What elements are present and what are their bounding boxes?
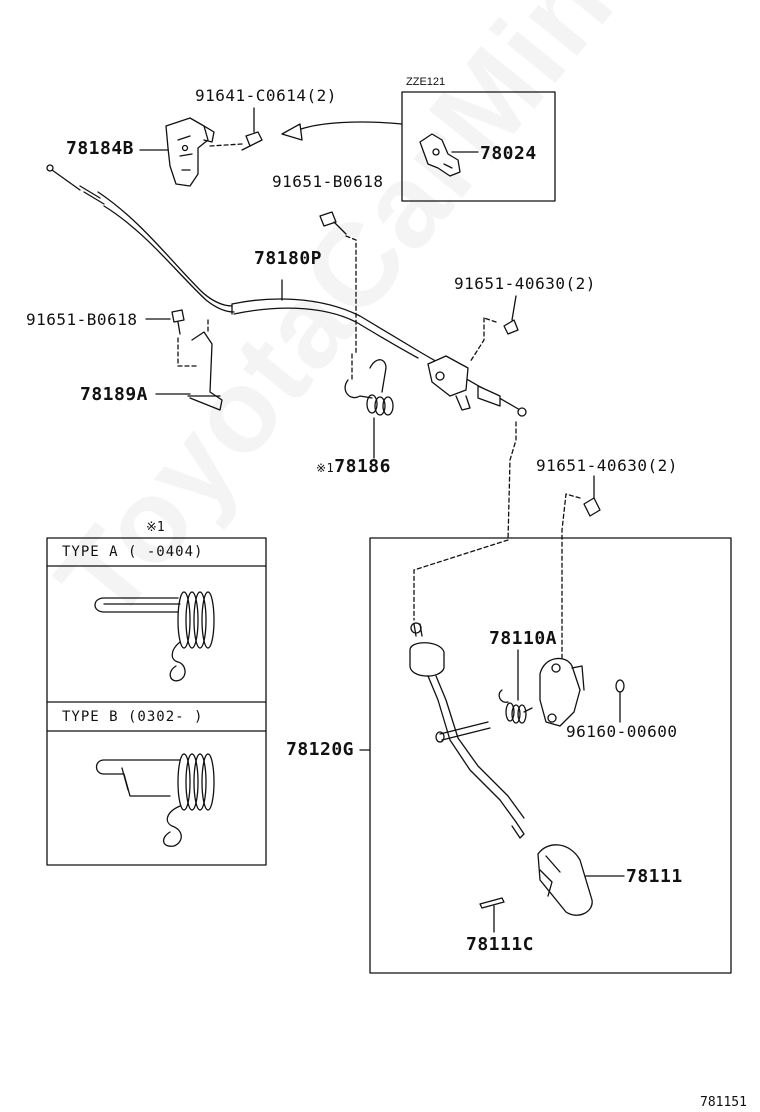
arrow-line	[297, 121, 403, 131]
label-78111[interactable]: 78111	[626, 866, 683, 887]
bracket-78184b	[165, 117, 215, 187]
pedal-assembly-box	[369, 537, 732, 974]
type-a-header: TYPE A ( -0404)	[62, 544, 204, 560]
arrow-head	[281, 123, 303, 141]
diagram-number: 781151	[700, 1095, 747, 1110]
label-91651-40630-top[interactable]: 91651-40630(2)	[454, 274, 596, 293]
table-footnote-mark: ※1	[146, 520, 165, 535]
label-78024[interactable]: 78024	[480, 143, 537, 164]
spring-type-b-drawing	[95, 753, 215, 847]
label-78120g[interactable]: 78120G	[286, 739, 355, 760]
label-91651-40630-lower[interactable]: 91651-40630(2)	[536, 456, 678, 475]
label-78111c[interactable]: 78111C	[466, 934, 535, 955]
footnote-mark: ※1	[316, 461, 335, 475]
label-91651-b0618-top[interactable]: 91651-B0618	[272, 172, 384, 191]
label-91651-b0618-left[interactable]: 91651-B0618	[26, 310, 138, 329]
pedal-spring-78110a	[498, 689, 533, 724]
part-78024	[419, 133, 461, 177]
bolt-91651-b0618-left	[171, 309, 185, 335]
pedal-pad-78111	[537, 844, 593, 916]
pedal-arm-78120g	[409, 622, 525, 839]
label-zze121: ZZE121	[406, 76, 446, 88]
pin-78111c	[479, 897, 505, 909]
label-91641-c0614[interactable]: 91641-C0614(2)	[195, 86, 337, 105]
bolt-91651-b0618-top	[319, 211, 347, 235]
cable-bracket	[427, 355, 527, 417]
type-b-header: TYPE B (0302- )	[62, 709, 204, 725]
return-spring-78186	[344, 359, 394, 416]
variant-box-zze121	[401, 91, 556, 202]
clip-78189a	[187, 331, 223, 411]
label-78184b[interactable]: 78184B	[66, 138, 135, 159]
pedal-bracket	[539, 657, 585, 727]
label-78180p[interactable]: 78180P	[254, 248, 323, 269]
bolt-91651-40630-lower	[583, 497, 601, 517]
bolt-91641	[241, 131, 263, 151]
label-78110a[interactable]: 78110A	[489, 628, 558, 649]
bolt-91651-40630-top	[503, 319, 519, 335]
label-78189a[interactable]: 78189A	[80, 384, 149, 405]
spring-type-a-drawing	[94, 591, 215, 682]
label-96160-00600[interactable]: 96160-00600	[566, 722, 678, 741]
label-78186[interactable]: ※178186	[316, 456, 391, 477]
nut-96160	[615, 679, 625, 693]
